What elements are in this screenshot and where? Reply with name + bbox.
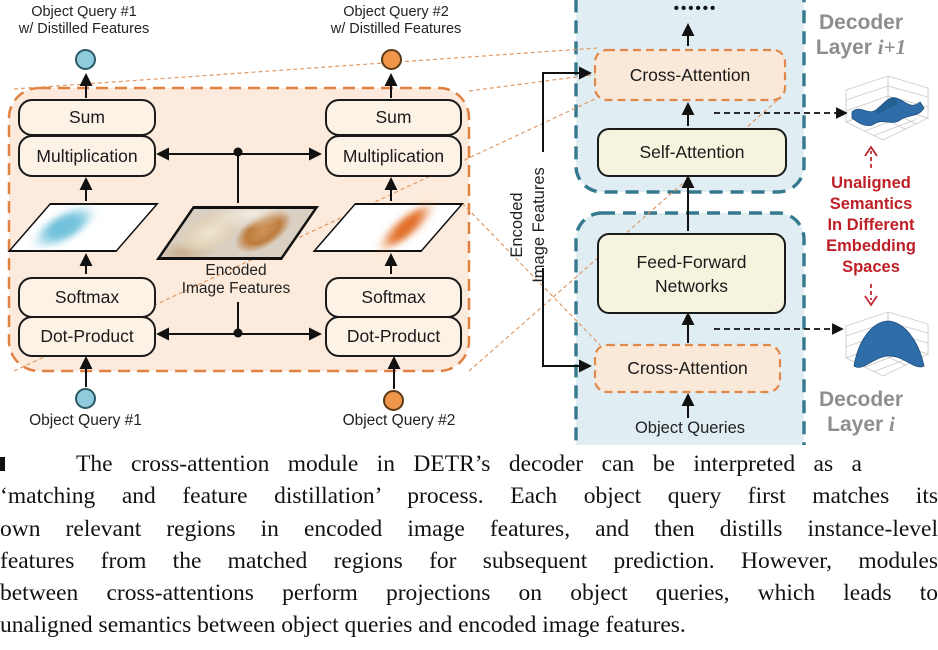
sum-label: Sum xyxy=(69,107,105,127)
caption-line: unaligned semantics between object queri… xyxy=(0,612,686,639)
softmax-label: Softmax xyxy=(54,287,120,307)
decoder-layer-lower-label: Decoder Layer i xyxy=(790,387,932,437)
query2-top-label-line2: w/ Distilled Features xyxy=(330,21,462,37)
attention-map-query1 xyxy=(7,203,159,252)
softmax-box-left: Softmax xyxy=(18,277,156,318)
cross-attention-lower-label: Cross-Attention xyxy=(627,358,748,378)
query2-top-label: Object Query #2 w/ Distilled Features xyxy=(312,4,480,38)
attention-blob-orange xyxy=(377,208,435,246)
caption-line: The cross-attention module in DETR’s dec… xyxy=(76,451,862,477)
query1-top-label-line2: w/ Distilled Features xyxy=(18,21,150,37)
caption-line: own relevant regions in encoded image fe… xyxy=(0,515,938,542)
encoded-image-photo xyxy=(155,206,319,260)
unaligned-line1: Unaligned xyxy=(831,174,911,192)
cropped-figure-number-fragment xyxy=(0,457,5,471)
object-queries-label: Object Queries xyxy=(634,419,746,437)
sum-label: Sum xyxy=(375,107,412,127)
dot-product-box-right: Dot-Product xyxy=(325,316,462,357)
attention-blob-blue xyxy=(31,211,98,243)
encoded-vertical-line1: Encoded xyxy=(508,192,526,258)
query1-input-circle xyxy=(75,388,96,409)
decoder-lower-line1: Decoder xyxy=(818,388,904,411)
unaligned-line4: Embedding xyxy=(826,237,916,255)
unaligned-line3: In Different xyxy=(827,216,915,234)
decoder-upper-line2: Layer i+1 xyxy=(790,35,932,60)
embedding-surface-plot-upper xyxy=(844,75,930,141)
encoded-image-caption-line2: Image Features xyxy=(181,280,291,297)
query1-bottom-label: Object Query #1 xyxy=(29,412,142,429)
layer-word: Layer xyxy=(815,36,878,59)
query2-top-label-line1: Object Query #2 xyxy=(343,4,449,20)
detr-decoder-diagram: Sum Multiplication Sum Multiplication So… xyxy=(0,0,936,445)
multiplication-box-right: Multiplication xyxy=(325,135,462,177)
layer-index: i+1 xyxy=(877,35,907,59)
layer-word: Layer xyxy=(827,413,890,436)
encoded-vertical-line2: Image Features xyxy=(530,167,548,283)
unaligned-line2: Semantics xyxy=(829,195,913,213)
caption-line: ‘matching and feature distillation’ proc… xyxy=(0,483,938,510)
multiplication-label: Multiplication xyxy=(36,145,138,166)
query2-input-circle xyxy=(383,390,404,411)
figure-caption: The cross-attention module in DETR’s dec… xyxy=(0,451,938,645)
caption-line: features from the matched regions for su… xyxy=(0,547,938,574)
softmax-label: Softmax xyxy=(361,287,426,307)
query1-output-circle xyxy=(75,49,96,70)
encoded-image-caption-line1: Encoded xyxy=(205,262,267,279)
ffn-label-line1: Feed-Forward xyxy=(636,251,747,272)
query1-top-label-line1: Object Query #1 xyxy=(31,4,137,20)
caption-line: between cross-attentions perform project… xyxy=(0,580,938,607)
sum-box-left: Sum xyxy=(18,99,156,136)
softmax-box-right: Softmax xyxy=(325,277,462,318)
sum-box-right: Sum xyxy=(325,99,462,136)
dot-product-label: Dot-Product xyxy=(40,326,134,346)
self-attention-box: Self-Attention xyxy=(597,128,787,177)
unaligned-semantics-note: Unaligned Semantics In Different Embeddi… xyxy=(806,173,936,278)
query2-bottom-label: Object Query #2 xyxy=(342,412,456,429)
multiplication-label: Multiplication xyxy=(342,145,445,166)
cross-attention-upper-label: Cross-Attention xyxy=(629,64,751,85)
layer-index: i xyxy=(889,412,895,436)
dot-product-label: Dot-Product xyxy=(346,326,441,346)
decoder-upper-line1: Decoder xyxy=(818,11,904,34)
query2-output-circle xyxy=(381,49,402,70)
query1-top-label: Object Query #1 w/ Distilled Features xyxy=(0,4,168,38)
multiplication-box-left: Multiplication xyxy=(18,135,156,177)
feed-forward-box: Feed-Forward Networks xyxy=(597,233,786,314)
dot-product-box-left: Dot-Product xyxy=(18,316,156,357)
ffn-label-line2: Networks xyxy=(655,275,728,296)
unaligned-line5: Spaces xyxy=(842,258,900,276)
encoded-image-caption: Encoded Image Features xyxy=(172,262,300,298)
attention-map-query2 xyxy=(312,203,464,252)
decoder-lower-line2: Layer i xyxy=(790,412,932,437)
encoded-image-features-vertical-label: Encoded Image Features xyxy=(506,145,580,305)
embedding-surface-plot-lower xyxy=(844,311,930,377)
self-attention-label: Self-Attention xyxy=(639,142,745,162)
decoder-layer-upper-label: Decoder Layer i+1 xyxy=(790,10,932,60)
continuation-dots: •••••• xyxy=(673,0,718,17)
